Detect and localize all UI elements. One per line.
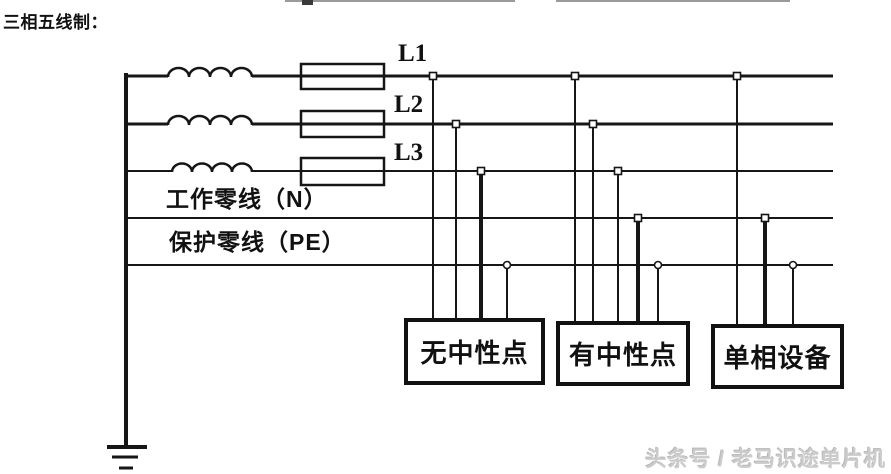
phase-label-l3: L3 — [394, 139, 424, 166]
watermark-text: 头条号 / 老马识途单片机 — [645, 448, 886, 471]
phase-label-l2: L2 — [394, 91, 424, 118]
protective-earth-label: 保护零线（PE） — [169, 229, 346, 255]
device-box-single-phase: 单相设备 — [711, 324, 844, 389]
fuse-icon — [299, 62, 386, 91]
tap-group-single-phase — [736, 76, 794, 324]
working-neutral-label: 工作零线（N） — [166, 186, 328, 212]
top-edge-remnant-blob — [302, 0, 313, 5]
earth-ground-icon — [107, 445, 147, 470]
device-box-no-neutral: 无中性点 — [404, 318, 545, 385]
top-edge-remnant-left — [285, 0, 515, 2]
top-edge-remnant-right — [556, 0, 790, 2]
phase-label-l1: L1 — [398, 40, 428, 67]
fuse-icon — [299, 109, 386, 139]
inductor-coil-icon — [170, 162, 254, 173]
device-box-label: 无中性点 — [420, 338, 529, 368]
fuse-icon — [299, 156, 386, 187]
junction-node-icon — [428, 71, 798, 270]
tap-group-with-neutral — [574, 76, 659, 321]
page-title: 三相五线制： — [3, 13, 108, 32]
inductor-coil-icon — [166, 66, 254, 78]
tap-group-no-neutral — [432, 76, 508, 318]
phase-line-l1 — [124, 66, 833, 78]
device-box-with-neutral: 有中性点 — [556, 321, 690, 386]
device-box-label: 单相设备 — [723, 343, 832, 373]
inductor-coil-icon — [166, 114, 254, 126]
phase-line-l2 — [124, 114, 833, 126]
device-box-label: 有中性点 — [568, 340, 677, 370]
